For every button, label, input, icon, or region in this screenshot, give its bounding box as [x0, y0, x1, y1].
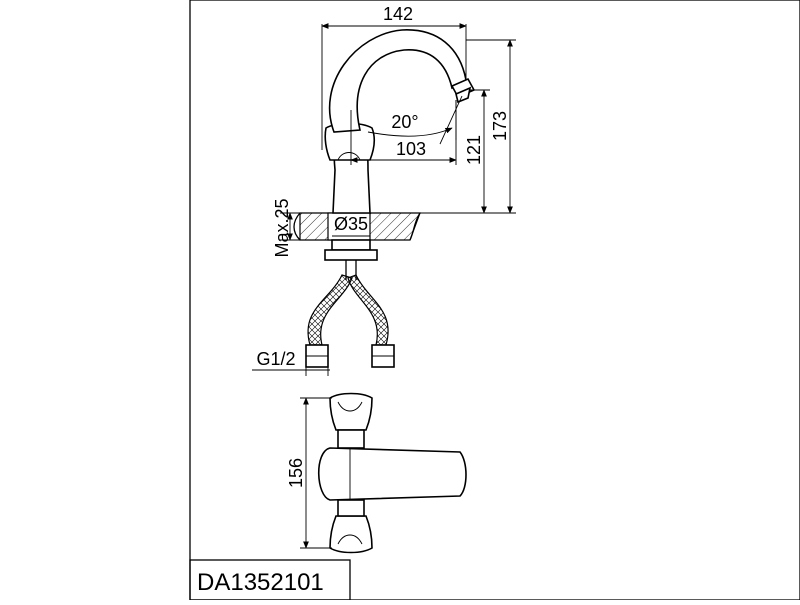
faucet-body [324, 29, 476, 214]
dim-length-handles: 156 [286, 397, 332, 549]
top-view [318, 392, 467, 554]
dim-label-121: 121 [464, 135, 484, 165]
product-code: DA1352101 [197, 569, 324, 596]
dim-max-thickness: Max.25 [272, 198, 300, 258]
dim-label-173: 173 [490, 111, 510, 141]
flexible-hoses [305, 274, 395, 368]
dim-label-d35: Ø35 [334, 214, 368, 234]
dim-angle: 20° [367, 95, 463, 145]
dim-label-g12: G1/2 [256, 349, 295, 369]
dim-label-103: 103 [396, 139, 426, 159]
dim-thread: G1/2 [252, 349, 330, 376]
dim-label-142: 142 [383, 4, 413, 24]
dim-height-total: 173 [420, 39, 516, 214]
dim-label-max25: Max.25 [272, 198, 292, 257]
dim-label-156: 156 [286, 458, 306, 488]
dim-hole-diameter: Ø35 [332, 214, 370, 237]
dim-label-20deg: 20° [391, 112, 418, 132]
dim-width-top: 142 [321, 4, 467, 150]
dim-height-spout: 121 [464, 89, 490, 214]
drawing-frame [189, 0, 800, 601]
mounting-assembly [324, 239, 378, 280]
countertop-section [293, 212, 506, 241]
